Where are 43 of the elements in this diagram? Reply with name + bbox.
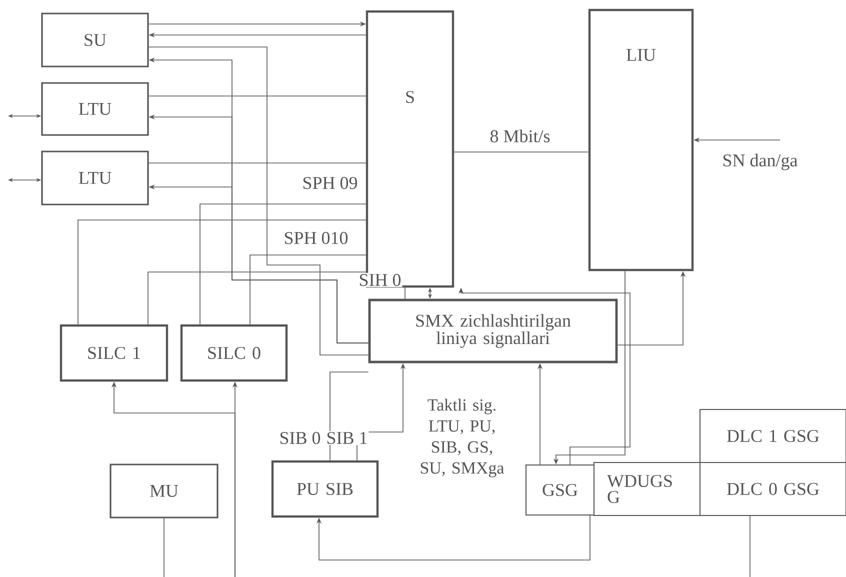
block-box — [41, 150, 149, 206]
edge-label: SIH 0 — [358, 272, 402, 288]
connector — [200, 204, 366, 325]
edge-label: SN dan/ga — [721, 152, 799, 172]
block-label: GSG — [542, 484, 578, 496]
block-label: LTU — [78, 103, 112, 115]
edge-label: SIB 1 — [325, 430, 369, 446]
connector — [404, 287, 406, 300]
edge-label: SPH 09 — [301, 176, 359, 190]
edge-label: SIB 0 — [278, 430, 322, 446]
block-box — [700, 462, 846, 516]
block-label: SILC 0 — [208, 346, 260, 360]
block-box — [368, 298, 618, 364]
block-label: S — [406, 90, 414, 104]
block-box — [41, 82, 149, 136]
block-box — [110, 464, 218, 518]
block-label: DLC 0 GSG — [727, 482, 819, 496]
block-label: LIU — [626, 49, 656, 61]
block-label: SILC 1 — [88, 346, 140, 360]
connector — [78, 220, 366, 325]
block-box — [271, 460, 379, 518]
connector — [330, 372, 369, 461]
block-box — [180, 324, 288, 382]
connector — [148, 272, 366, 325]
block-label: MU — [150, 485, 178, 497]
block-label: DLC 1 GSG — [727, 430, 819, 442]
connector — [316, 515, 590, 560]
block-box — [60, 324, 168, 382]
block-box — [41, 12, 149, 68]
block-box — [594, 462, 700, 516]
note-text: Taktli sig. LTU, PU, SIB, GS, SU, SMXga — [420, 398, 504, 478]
edge-label: SPH 010 — [282, 230, 350, 246]
block-box — [588, 8, 694, 272]
block-label: SMX zichlashtirilgan liniya signallari — [416, 314, 571, 348]
block-box — [700, 409, 846, 463]
block-box — [526, 464, 594, 516]
block-label: LTU — [78, 172, 112, 184]
connector — [250, 254, 366, 325]
block-label: WDUGS G — [607, 474, 672, 504]
connector — [148, 162, 366, 164]
edge-label: 8 Mbit/s — [488, 128, 552, 144]
block-label: PU SIB — [297, 482, 353, 496]
block-label: SU — [84, 34, 106, 46]
